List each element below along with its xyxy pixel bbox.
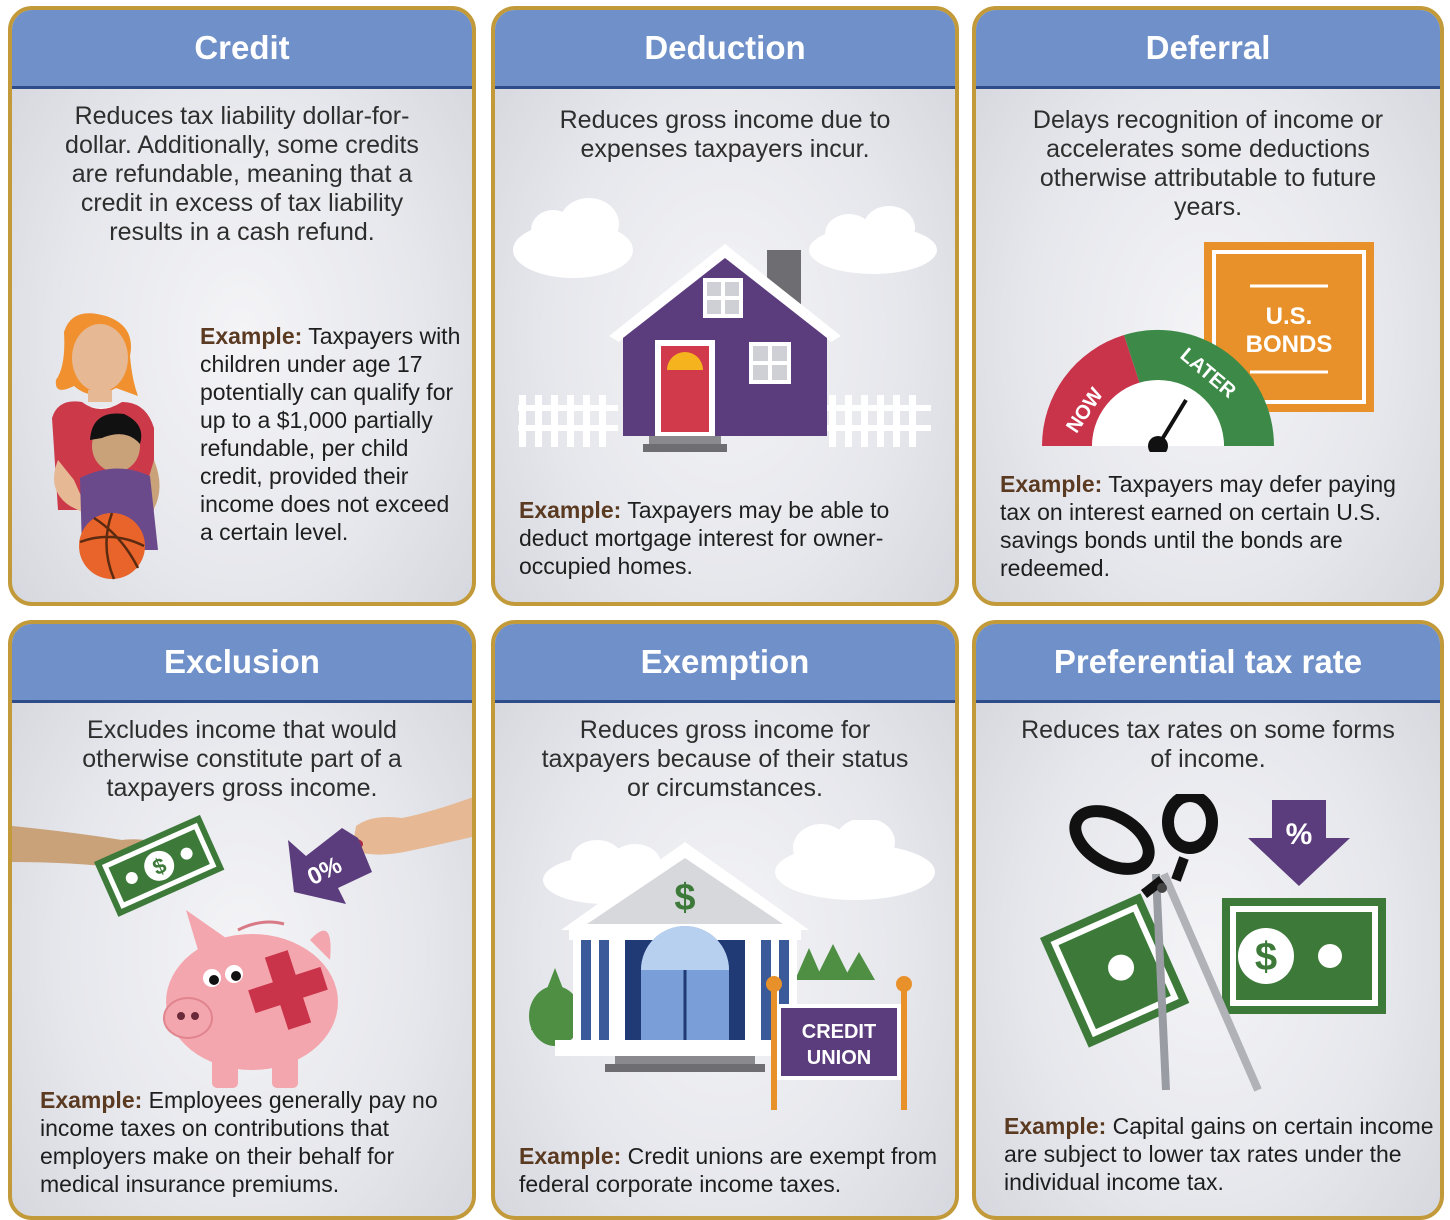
- sign-line2: UNION: [807, 1047, 871, 1069]
- piggy-bank-icon: [163, 910, 338, 1088]
- fence-right: [825, 395, 931, 447]
- bank-dollar-symbol: $: [674, 877, 695, 919]
- example-text: Employees generally pay no income taxes …: [40, 1087, 438, 1197]
- scissors-icon: [1069, 794, 1262, 1092]
- example-text: Credit unions are exempt from federal co…: [519, 1143, 938, 1197]
- house-illustration: [513, 198, 937, 452]
- card-title: Deduction: [495, 10, 955, 89]
- card-title: Credit: [12, 10, 472, 89]
- example-label: Example:: [200, 323, 303, 349]
- example-text: Taxpayers may defer paying tax on intere…: [1000, 471, 1396, 581]
- hand-right: [352, 797, 472, 855]
- bill-dollar-symbol: $: [1255, 935, 1277, 979]
- parent-child-basketball-illustration: [52, 313, 160, 580]
- card-title: Preferential tax rate: [976, 624, 1440, 703]
- card-description: Reduces gross income due to expenses tax…: [559, 106, 891, 163]
- piggy-bank-illustration: $ 0%: [12, 797, 472, 1088]
- cut-bill-piece: [1040, 893, 1190, 1048]
- example-label: Example:: [1004, 1113, 1107, 1139]
- example-block: Example: Taxpayers with children under a…: [200, 322, 462, 546]
- card-description: Excludes income that would otherwise con…: [82, 716, 402, 802]
- bond-line2: BONDS: [1246, 331, 1333, 358]
- card-description: Reduces tax rates on some forms of incom…: [1021, 716, 1395, 773]
- cloud-icon: [513, 198, 937, 278]
- example-label: Example:: [519, 1143, 622, 1169]
- example-text: Capital gains on certain income are subj…: [1004, 1113, 1434, 1195]
- zero-percent-arrow-icon: 0%: [288, 828, 372, 904]
- example-label: Example:: [40, 1087, 143, 1113]
- card-description: Delays recognition of income or accelera…: [1032, 106, 1384, 221]
- card-exclusion: Exclusion Excludes income that would oth…: [8, 620, 476, 1220]
- example-block: Example: Credit unions are exempt from f…: [519, 1142, 949, 1198]
- scissors-cutting-bill-illustration: % $: [1040, 794, 1386, 1092]
- percent-down-arrow-icon: %: [1248, 800, 1350, 886]
- card-preferential-tax-rate: Preferential tax rate Reduces tax rates …: [972, 620, 1444, 1220]
- example-text: Taxpayers with children under age 17 pot…: [200, 323, 461, 545]
- example-block: Example: Taxpayers may be able to deduct…: [519, 496, 939, 580]
- sign-line1: CREDIT: [802, 1021, 876, 1043]
- example-label: Example:: [519, 497, 622, 523]
- percent-symbol: %: [1286, 818, 1313, 851]
- example-label: Example:: [1000, 471, 1103, 497]
- card-description: Reduces gross income for taxpayers becau…: [541, 716, 909, 802]
- card-deferral: Deferral Delays recognition of income or…: [972, 6, 1444, 606]
- bond-line1: U.S.: [1266, 303, 1313, 330]
- card-title: Exemption: [495, 624, 955, 703]
- card-exemption: Exemption Reduces gross income for taxpa…: [491, 620, 959, 1220]
- dollar-bill-icon: $: [94, 814, 225, 917]
- example-text: Taxpayers may be able to deduct mortgage…: [519, 497, 890, 579]
- card-title: Deferral: [976, 10, 1440, 89]
- credit-union-building-illustration: $ CREDIT UNION: [529, 820, 935, 1110]
- dollar-bill-icon: $: [1222, 898, 1386, 1014]
- example-block: Example: Taxpayers may defer paying tax …: [1000, 470, 1430, 582]
- card-description: Reduces tax liability dollar-for-dollar.…: [65, 102, 419, 246]
- fence-left: [518, 395, 618, 447]
- example-block: Example: Employees generally pay no inco…: [40, 1086, 460, 1198]
- card-title: Exclusion: [12, 624, 472, 703]
- card-deduction: Deduction Reduces gross income due to ex…: [491, 6, 959, 606]
- card-credit: Credit Reduces tax liability dollar-for-…: [8, 6, 476, 606]
- credit-union-sign: CREDIT UNION: [766, 976, 912, 1110]
- example-block: Example: Capital gains on certain income…: [1004, 1112, 1434, 1196]
- now-later-gauge-illustration: NOW LATER: [1042, 329, 1274, 452]
